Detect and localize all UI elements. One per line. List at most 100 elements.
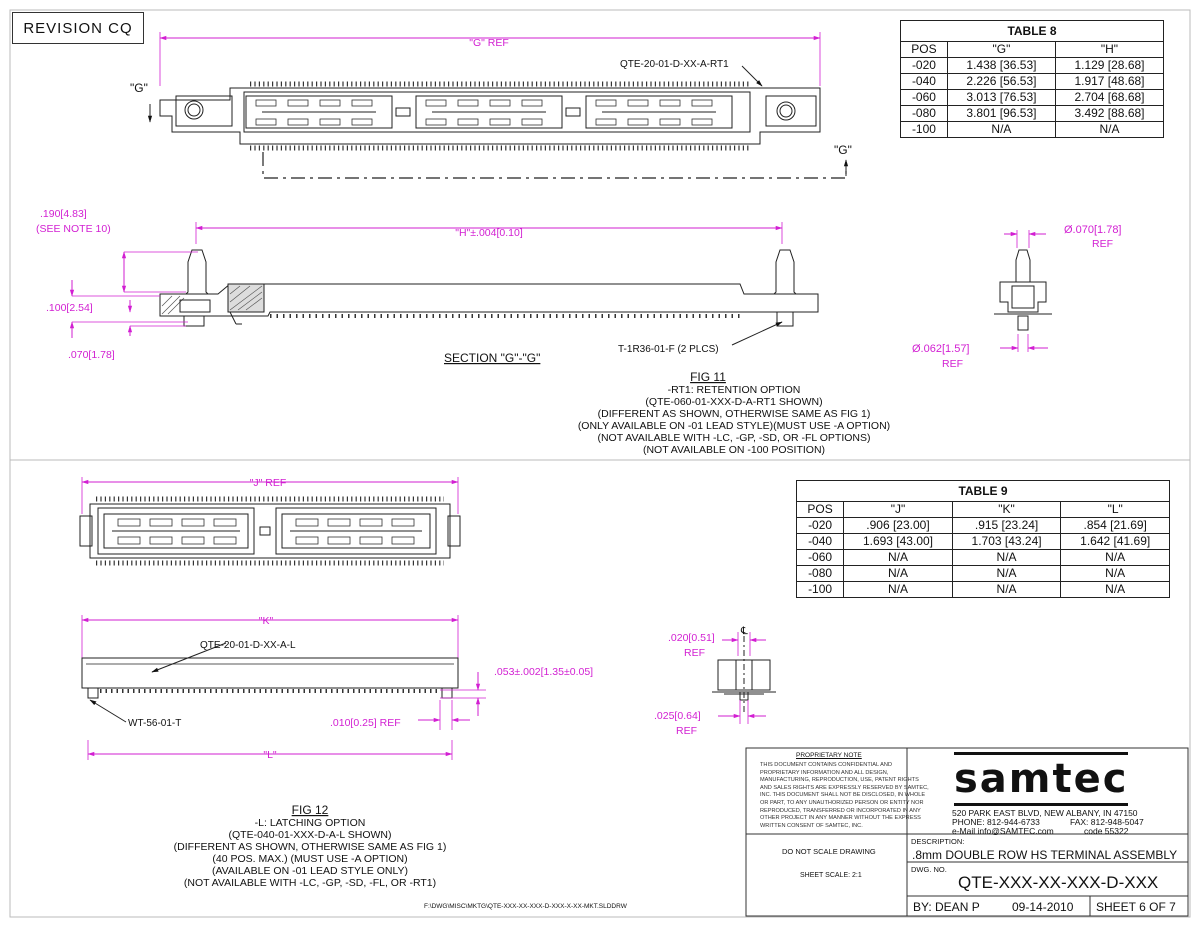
file-path: F:\DWG\MISC\MKTG\QTE-XXX-XX-XXX-D-XXX-X-… (424, 903, 628, 910)
table-cell: N/A (1060, 581, 1170, 598)
table-cell: N/A (951, 549, 1062, 566)
dim-070: .070[1.78] (68, 349, 115, 361)
table-cell: 1.917 [48.68] (1054, 73, 1165, 90)
title-block-frame (745, 747, 1189, 917)
dim-100: .100[2.54] (46, 302, 93, 314)
post-part-label: T-1R36-01-F (2 PLCS) (618, 344, 719, 355)
dia-062: Ø.062[1.57] (912, 343, 970, 355)
table-cell: -060 (900, 89, 948, 106)
revision-label: REVISION CQ (23, 19, 133, 37)
dia-070-ref: REF (1092, 238, 1113, 250)
company-address: 520 PARK EAST BLVD, NEW ALBANY, IN 47150 (952, 808, 1138, 818)
table-cell: 2.226 [56.53] (946, 73, 1056, 90)
proprietary-note-body: THIS DOCUMENT CONTAINS CONFIDENTIAL AND … (760, 762, 929, 830)
fig12-note: (AVAILABLE ON -01 LEAD STYLE ONLY) (212, 865, 408, 877)
l-dim: "L" (263, 749, 277, 761)
table-9-caption: TABLE 9 (796, 480, 1170, 502)
description-text: .8mm DOUBLE ROW HS TERMINAL ASSEMBLY (912, 848, 1178, 862)
table-cell: N/A (951, 565, 1062, 582)
j-ref-dim: "J" REF (250, 477, 287, 489)
dim-025-ref: REF (676, 725, 697, 737)
fig12-note: (QTE-040-01-XXX-D-A-L SHOWN) (229, 829, 392, 841)
fig12-note: (40 POS. MAX.) (MUST USE -A OPTION) (212, 853, 407, 865)
table-cell: 1.129 [28.68] (1054, 57, 1165, 74)
dim-020: .020[0.51] (668, 632, 715, 644)
see-note-10: (SEE NOTE 10) (36, 223, 111, 235)
company-phone: PHONE: 812-944-6733 (952, 817, 1040, 827)
table-cell: -040 (900, 73, 948, 90)
centerline-symbol: ℄ (740, 625, 748, 637)
table-cell: .906 [23.00] (843, 517, 953, 534)
table-cell: 3.013 [76.53] (946, 89, 1056, 106)
table-8-header: "H" (1054, 41, 1165, 58)
fig11-top-view (147, 32, 849, 179)
section-mark-left: "G" (130, 81, 148, 95)
table-cell: 3.492 [88.68] (1054, 105, 1165, 122)
table-cell: -100 (900, 121, 948, 138)
fig11-note: -RT1: RETENTION OPTION (668, 384, 801, 396)
drawn-by: BY: DEAN P (913, 900, 980, 914)
rt1-part-label: QTE-20-01-D-XX-A-RT1 (620, 59, 729, 70)
g-ref-dim: "G" REF (469, 37, 509, 49)
fig12-note: (NOT AVAILABLE WITH -LC, -GP, -SD, -FL, … (184, 877, 436, 889)
table-row: -020.906 [23.00].915 [23.24].854 [21.69] (795, 517, 1170, 534)
table-cell: N/A (843, 581, 953, 598)
fig11-side-detail (994, 230, 1052, 352)
section-gg-label: SECTION "G"-"G" (444, 351, 540, 365)
proprietary-line: MANUFACTURING, REPRODUCTION, USE, PATENT… (760, 777, 919, 784)
dia-062-ref: REF (942, 358, 963, 370)
table-cell: -040 (795, 533, 845, 550)
dim-020-ref: REF (684, 647, 705, 659)
table-cell: N/A (843, 549, 953, 566)
sheet-number: SHEET 6 OF 7 (1096, 900, 1176, 914)
table-cell: -020 (900, 57, 948, 74)
table-8-header: "G" (946, 41, 1056, 58)
proprietary-line: REPRODUCED, TRANSFERRED OR INCORPORATED … (760, 807, 921, 814)
latch-part-label: QTE-20-01-D-XX-A-L (200, 640, 296, 651)
fig11-note: (NOT AVAILABLE WITH -LC, -GP, -SD, OR -F… (597, 432, 870, 444)
dwg-no: QTE-XXX-XX-XXX-D-XXX (958, 873, 1159, 892)
table-cell: -080 (795, 565, 845, 582)
dwg-no-label: DWG. NO. (911, 865, 947, 874)
table-8-caption: TABLE 8 (900, 20, 1164, 42)
dim-190: .190[4.83] (40, 208, 87, 220)
proprietary-line: OR PART, TO ANY UNAUTHORIZED PERSON OR E… (760, 799, 924, 806)
table-cell: -060 (795, 549, 845, 566)
table-cell: 1.693 [43.00] (843, 533, 953, 550)
fig12-note: (DIFFERENT AS SHOWN, OTHERWISE SAME AS F… (174, 841, 447, 853)
dim-025: .025[0.64] (654, 710, 701, 722)
proprietary-note-title: PROPRIETARY NOTE (796, 752, 862, 759)
table-cell: .854 [21.69] (1060, 517, 1170, 534)
fig11-title: FIG 11 (690, 370, 726, 384)
fig11-note: (NOT AVAILABLE ON -100 POSITION) (643, 444, 825, 456)
dia-070: Ø.070[1.78] (1064, 224, 1122, 236)
table-cell: N/A (843, 565, 953, 582)
proprietary-line: INC. THIS DOCUMENT SHALL NOT BE DISCLOSE… (760, 792, 926, 799)
fig12-top-view (79, 477, 461, 566)
h-dim: "H"±.004[0.10] (455, 227, 523, 239)
table-cell: 1.703 [43.24] (951, 533, 1062, 550)
table-cell: -080 (900, 105, 948, 122)
table-cell: N/A (951, 581, 1062, 598)
table-9-header: "J" (843, 501, 953, 518)
k-dim: "K" (259, 615, 274, 627)
fig11-notes: -RT1: RETENTION OPTION (QTE-060-01-XXX-D… (578, 384, 890, 456)
company-code: code 55322 (1084, 826, 1129, 836)
fig12-end-detail (712, 632, 776, 724)
proprietary-line: AND SALES RIGHTS ARE EXPRESSLY RESERVED … (760, 784, 929, 791)
table-cell: N/A (946, 121, 1056, 138)
samtec-logo: samtec (954, 752, 1129, 806)
table-9: TABLE 9 POS "J" "K" "L" -020.906 [23.00]… (795, 480, 1170, 598)
table-cell: 2.704 [68.68] (1054, 89, 1165, 106)
fig12-note: -L: LATCHING OPTION (255, 817, 366, 829)
dim-010: .010[0.25] REF (330, 717, 401, 729)
fig12-side-view (81, 615, 486, 760)
do-not-scale-note: DO NOT SCALE DRAWING (782, 847, 876, 856)
